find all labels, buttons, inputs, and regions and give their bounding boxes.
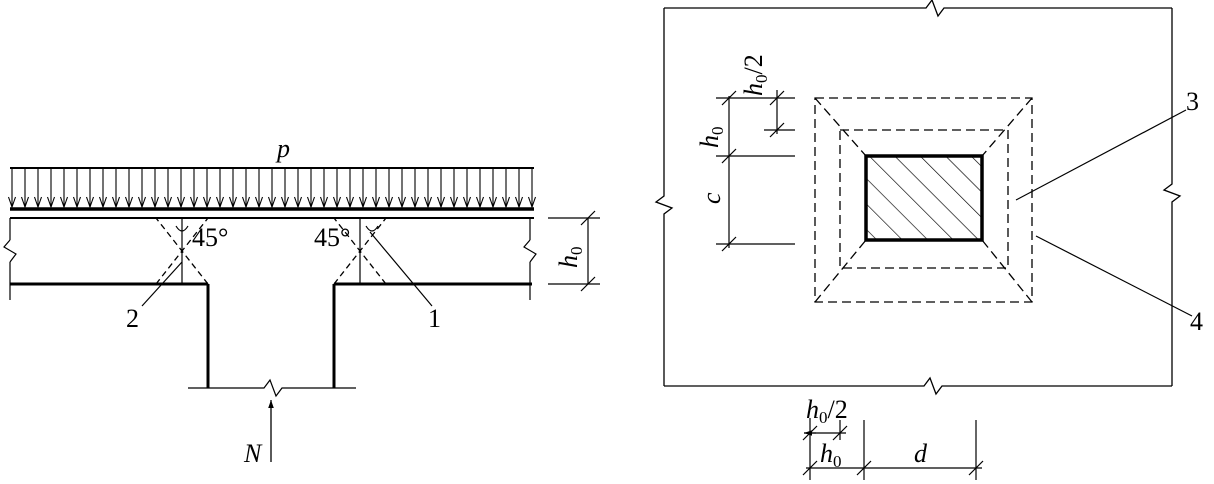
- load-arrow-head: [462, 196, 472, 209]
- load-arrow-head: [488, 196, 498, 209]
- load-arrow-head: [280, 196, 290, 209]
- load-arrow-head: [241, 196, 251, 209]
- load-arrow-head: [202, 196, 212, 209]
- load-arrow-head: [163, 196, 173, 209]
- load-arrow-head: [72, 196, 82, 209]
- load-arrow-head: [358, 196, 368, 209]
- perimeter-h0: [814, 97, 1033, 303]
- perimeter-h0-half: [839, 129, 1009, 269]
- load-arrow-head: [228, 196, 238, 209]
- load-arrow-head: [46, 196, 56, 209]
- dim-h0-half-top-label: h0/2: [739, 54, 771, 96]
- leader-1: [369, 231, 433, 307]
- column: [188, 284, 356, 398]
- load-arrow-head: [449, 196, 459, 209]
- load-arrow-head: [436, 196, 446, 209]
- failure-cone-lines: [155, 217, 387, 285]
- load-arrow-head: [176, 196, 186, 209]
- load-arrow-head: [293, 196, 303, 209]
- leader-3: [1015, 109, 1187, 201]
- vertical-dimension-chain: [716, 90, 795, 252]
- load-label: p: [275, 134, 290, 163]
- load-arrow-head: [345, 196, 355, 209]
- distributed-load-arrows: [7, 168, 537, 209]
- dim-h0-half-bottom-label: h0/2: [806, 395, 848, 427]
- load-arrow-head: [371, 196, 381, 209]
- dim-h0-left-label: h0: [695, 127, 727, 149]
- load-arrow-head: [59, 196, 69, 209]
- column-section: [864, 154, 984, 242]
- angle-label-left: 45°: [192, 223, 228, 252]
- axial-force-label: N: [243, 439, 263, 468]
- dim-h0-bottom-label: h0: [820, 439, 842, 471]
- load-arrow-head: [514, 196, 524, 209]
- leader-4: [1035, 235, 1193, 317]
- load-arrow-head: [475, 196, 485, 209]
- load-arrow-head: [397, 196, 407, 209]
- load-arrow-head: [527, 196, 537, 209]
- load-arrow-head: [150, 196, 160, 209]
- horizontal-dimension-chain: [802, 418, 984, 480]
- callout-1: 1: [428, 304, 441, 333]
- load-arrow-head: [111, 196, 121, 209]
- load-arrow-head: [20, 196, 30, 209]
- load-arrow-head: [306, 196, 316, 209]
- slab: [3, 207, 537, 300]
- load-arrow-head: [85, 196, 95, 209]
- load-arrow-head: [189, 196, 199, 209]
- dim-c-label: c: [697, 192, 726, 204]
- angle-label-right: 45°: [314, 223, 350, 252]
- load-arrow-head: [124, 196, 134, 209]
- dim-d-label: d: [914, 439, 928, 468]
- load-arrow-head: [501, 196, 511, 209]
- load-arrow-head: [254, 196, 264, 209]
- section-view: p: [3, 134, 600, 468]
- slab-depth-label: h0: [554, 247, 586, 269]
- perpendicular-ticks: [181, 218, 361, 284]
- load-arrow-head: [98, 196, 108, 209]
- plan-boundary: [654, 0, 1182, 396]
- angle-arc-right: [365, 225, 379, 232]
- load-arrow-head: [33, 196, 43, 209]
- callout-2: 2: [126, 304, 139, 333]
- load-arrow-head: [215, 196, 225, 209]
- angle-arc-left: [175, 225, 189, 232]
- load-arrow-head: [319, 196, 329, 209]
- callout-4: 4: [1190, 307, 1203, 336]
- load-arrow-head: [332, 196, 342, 209]
- load-arrow-head: [267, 196, 277, 209]
- slab-depth-dimension: [548, 210, 600, 292]
- callout-3: 3: [1186, 87, 1199, 116]
- load-arrow-head: [410, 196, 420, 209]
- load-arrow-head: [384, 196, 394, 209]
- load-arrow-head: [137, 196, 147, 209]
- plan-view: 3 4 h0/2 h0 c: [654, 0, 1203, 480]
- load-arrow-head: [423, 196, 433, 209]
- load-arrow-head: [7, 196, 17, 209]
- leader-2: [141, 261, 183, 307]
